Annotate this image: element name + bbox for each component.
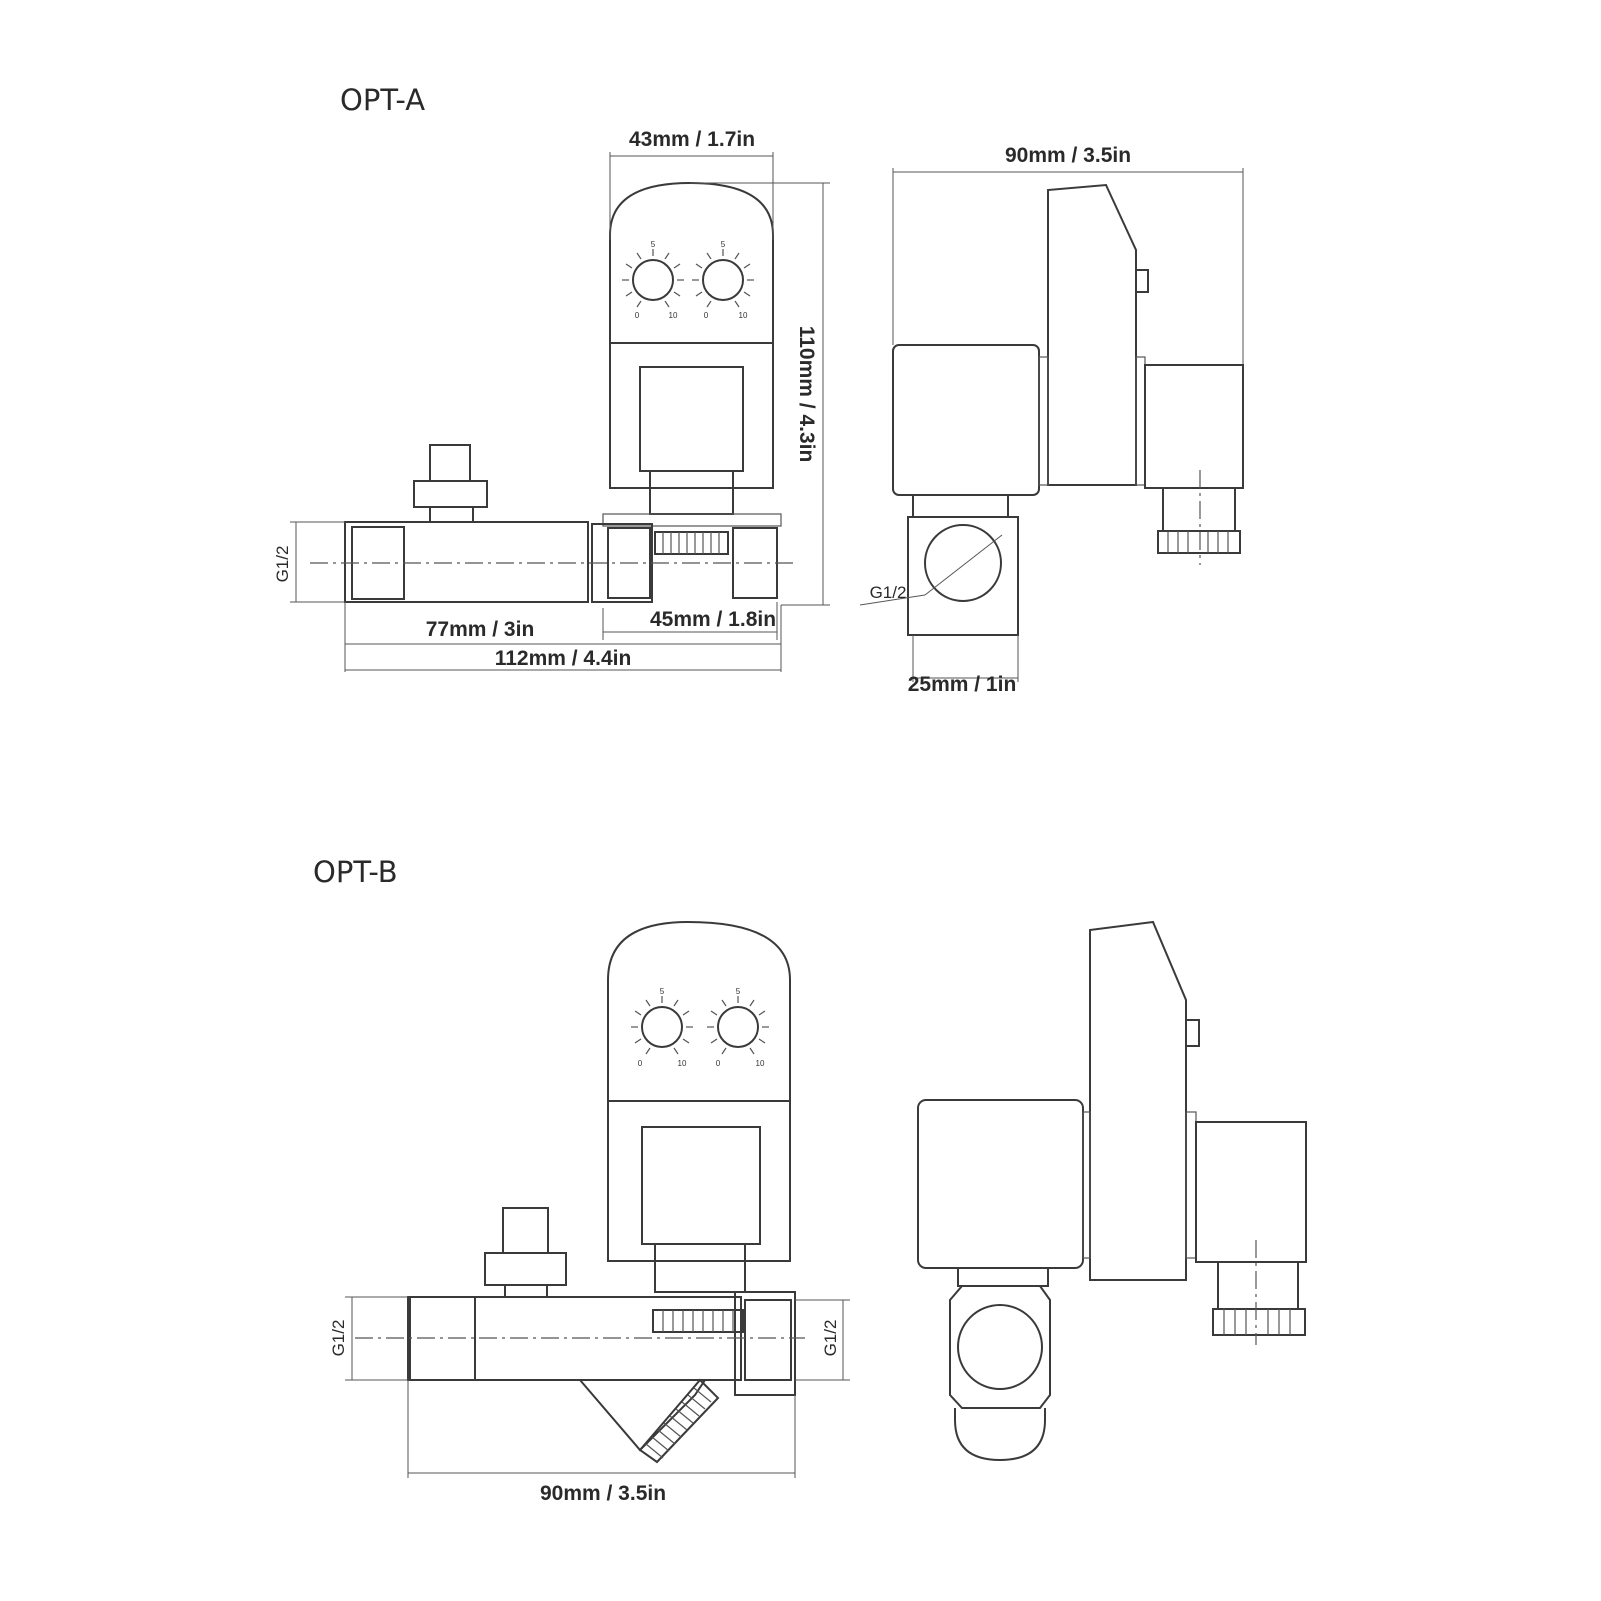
option-b-title: OPT-B xyxy=(313,855,398,889)
coil-window xyxy=(639,366,744,472)
option-b-side-view xyxy=(917,920,1307,1462)
manual-drain-button xyxy=(502,1207,549,1254)
option-a-total-length-label: 112mm / 4.4in xyxy=(495,647,632,670)
port-opening xyxy=(957,1304,1043,1390)
knurled-nut xyxy=(652,1309,744,1333)
option-b-thread-inlet: G1/2 xyxy=(329,1320,348,1357)
pipe-body xyxy=(344,521,589,603)
option-a-height-label: 110mm / 4.3in xyxy=(795,326,818,463)
dial-right-min-label: 0 xyxy=(716,1059,721,1068)
option-a-inner-length-label: 77mm / 3in xyxy=(426,618,535,641)
option-a-section: OPT-A 5 0 10 5 0 10 xyxy=(273,83,1244,696)
solenoid-coil-body xyxy=(607,1100,791,1262)
valve-stem xyxy=(654,1243,746,1293)
option-a-title: OPT-A xyxy=(340,83,425,117)
option-b-length-label: 90mm / 3.5in xyxy=(540,1482,666,1505)
option-a-side-view: 90mm / 3.5in G1/2 xyxy=(859,144,1244,696)
dial-right-mid-label: 5 xyxy=(736,987,741,996)
valve-body-side xyxy=(907,516,1019,636)
outlet-fitting xyxy=(734,1291,796,1396)
option-a-body-label: 45mm / 1.8in xyxy=(650,608,776,631)
dial-left-min-label: 0 xyxy=(635,311,640,320)
strainer-housing xyxy=(579,1379,706,1452)
timer-dial-left xyxy=(630,995,694,1055)
timer-dial-right xyxy=(691,248,755,308)
option-a-thread-front: G1/2 xyxy=(273,546,292,583)
timer-head-outline xyxy=(607,920,791,1102)
timer-dial-right xyxy=(706,995,770,1055)
connector-box xyxy=(1144,364,1244,489)
connector-box xyxy=(1195,1121,1307,1263)
dial-left-min-label: 0 xyxy=(638,1059,643,1068)
timer-dial-left xyxy=(621,248,685,308)
connector-nut xyxy=(1157,530,1241,554)
coil-block-side xyxy=(917,1099,1084,1269)
strainer-bowl-side xyxy=(954,1408,1046,1462)
option-a-front-width-label: 43mm / 1.7in xyxy=(629,128,755,151)
dial-left-mid-label: 5 xyxy=(651,240,656,249)
knurled-nut xyxy=(654,531,729,555)
port-opening xyxy=(924,524,1002,602)
option-b-section: OPT-B 5 0 10 5 0 10 xyxy=(313,855,1307,1505)
dial-left-max-label: 10 xyxy=(669,311,678,320)
dial-right-mid-label: 5 xyxy=(721,240,726,249)
coil-block-side xyxy=(892,344,1040,496)
option-a-port-label: 25mm / 1in xyxy=(908,673,1017,696)
dial-right-max-label: 10 xyxy=(739,311,748,320)
option-a-side-width-label: 90mm / 3.5in xyxy=(1005,144,1131,167)
dial-right-min-label: 0 xyxy=(704,311,709,320)
coil-window xyxy=(641,1126,761,1245)
option-a-front-view: 5 0 10 5 0 10 xyxy=(273,128,830,672)
valve-stem xyxy=(649,470,734,515)
dial-left-max-label: 10 xyxy=(678,1059,687,1068)
valve-body-side xyxy=(949,1285,1051,1409)
dial-right-max-label: 10 xyxy=(756,1059,765,1068)
timer-housing-side xyxy=(1047,183,1137,486)
dial-left-mid-label: 5 xyxy=(660,987,665,996)
manual-drain-button xyxy=(429,444,471,482)
strainer-screen xyxy=(638,1378,720,1464)
option-b-front-view: 5 0 10 5 0 10 xyxy=(329,920,850,1505)
option-a-thread-side: G1/2 xyxy=(870,583,907,602)
timer-housing-side xyxy=(1089,920,1187,1281)
connector-nut xyxy=(1212,1308,1306,1336)
option-b-thread-outlet: G1/2 xyxy=(821,1320,840,1357)
solenoid-coil-body xyxy=(609,342,774,489)
